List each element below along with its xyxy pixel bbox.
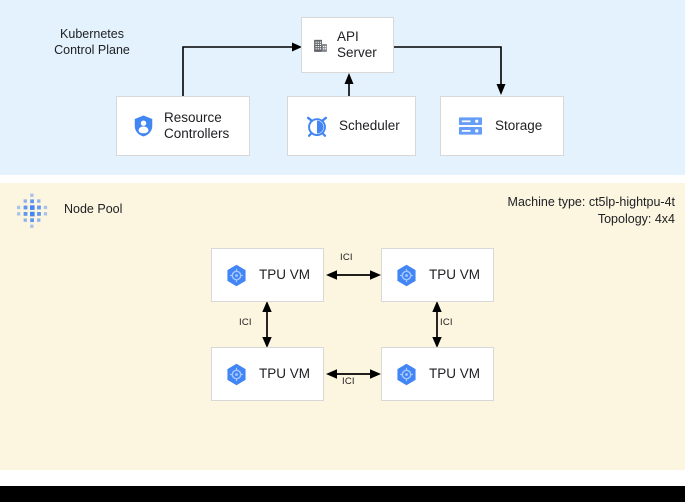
box-tpu-vm-1[interactable]: TPU VM [211, 248, 324, 302]
node-cluster-dots-icon [12, 191, 54, 233]
ici-link-label-top: ICI [340, 252, 353, 263]
box-tpu-vm-4[interactable]: TPU VM [381, 347, 494, 401]
ici-link-label-left: ICI [239, 317, 252, 328]
tpu-hexagon-icon [226, 363, 247, 386]
control-plane-title: Kubernetes Control Plane [54, 27, 130, 57]
tpu-hexagon-icon [396, 264, 417, 287]
box-resource-controllers-label: Resource Controllers [164, 110, 230, 141]
machine-metadata: Machine type: ct5lp-hightpu-4t Topology:… [508, 194, 675, 228]
topology-text: Topology: 4x4 [597, 212, 675, 226]
bottom-black-bar [0, 486, 685, 502]
box-scheduler-label: Scheduler [339, 118, 400, 133]
bottom-white-gap [0, 470, 685, 486]
server-building-icon [312, 37, 329, 54]
box-tpu-vm-3-label: TPU VM [259, 366, 311, 381]
machine-type-text: Machine type: ct5lp-hightpu-4t [507, 195, 675, 209]
box-tpu-vm-2[interactable]: TPU VM [381, 248, 494, 302]
alarm-clock-icon [305, 114, 329, 138]
tpu-hexagon-icon [396, 363, 417, 386]
node-pool-label: Node Pool [64, 202, 123, 216]
tpu-hexagon-icon [226, 264, 247, 287]
box-storage-label: Storage [495, 118, 543, 133]
box-tpu-vm-1-label: TPU VM [259, 267, 311, 282]
box-tpu-vm-3[interactable]: TPU VM [211, 347, 324, 401]
box-resource-controllers[interactable]: Resource Controllers [116, 96, 250, 156]
box-api-server-label: API Server [337, 29, 377, 60]
box-tpu-vm-4-label: TPU VM [429, 366, 481, 381]
ici-link-label-right: ICI [440, 317, 453, 328]
box-storage[interactable]: Storage [440, 96, 564, 156]
shield-user-icon [133, 114, 154, 138]
box-tpu-vm-2-label: TPU VM [429, 267, 481, 282]
ici-link-label-bottom: ICI [342, 376, 355, 387]
storage-rack-icon [458, 115, 483, 137]
node-pool-section [0, 183, 685, 470]
box-scheduler[interactable]: Scheduler [287, 96, 416, 156]
box-api-server[interactable]: API Server [301, 17, 394, 73]
